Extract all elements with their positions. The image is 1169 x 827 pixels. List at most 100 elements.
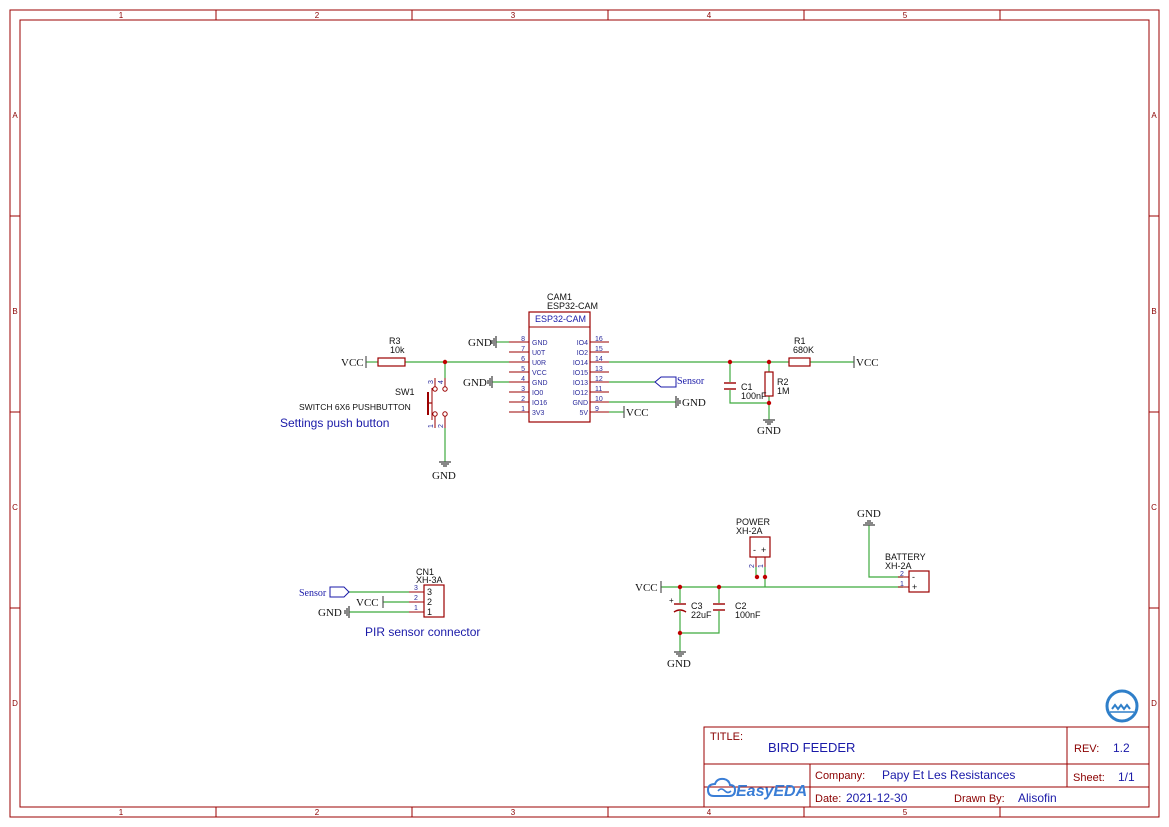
r2-ref: R2 [777,377,789,387]
row-label-d-left: D [12,699,18,708]
sw1-part: SWITCH 6X6 PUSHBUTTON [299,402,411,412]
cam-right-pin-num: 11 [595,386,602,393]
cam-left-pin-name: U0R [532,360,546,367]
col-label-4-bottom: 4 [707,808,712,817]
net-vcc-labels: VCC VCC VCC VCC VCC [341,356,879,609]
drawing-frame: 1 2 3 4 5 1 2 3 4 5 A B C D A B C D [9,9,1160,818]
cam-right-pin-num: 13 [595,366,603,373]
row-label-b-right: B [1151,307,1156,316]
sw1-note: Settings push button [280,416,389,430]
cam-right-pin-num: 12 [595,376,603,383]
vcc-label-r3: VCC [341,357,364,369]
power-sign-minus: - [753,545,756,555]
company-label: Company: [815,770,865,782]
capacitor-c1[interactable]: C1 100nF [724,382,767,401]
cam-left-pin-name: VCC [532,370,547,377]
power-pin-1: 1 [758,564,765,568]
r1-ref: R1 [794,336,806,346]
c3-ref: C3 [691,601,703,611]
row-label-c-right: C [1151,503,1157,512]
drawn-by-label: Drawn By: [954,793,1005,805]
cam-designator: CAM1 [547,292,572,302]
net-gnd-labels: GND GND GND GND GND GND GND [318,336,881,670]
row-label-c-left: C [12,503,18,512]
title-block: TITLE: BIRD FEEDER REV: 1.2 Company: Pap… [703,689,1150,808]
vcc-label-power: VCC [635,582,658,594]
title-value: BIRD FEEDER [768,740,855,755]
capacitor-c2[interactable]: C2 100nF [713,601,761,620]
cn1-pin-1-ext: 1 [414,605,418,612]
row-label-a-right: A [1151,111,1157,120]
power-ref: POWER [736,517,771,527]
vcc-label-cn1: VCC [356,597,379,609]
power-pin-2: 2 [749,564,756,568]
cn1-pin-3-int: 3 [427,587,432,597]
cam-left-pin-name: U0T [532,350,546,357]
cn1-pin-2-ext: 2 [414,595,418,602]
cn1-pin-3-ext: 3 [414,585,418,592]
cam-right-pin-num: 9 [595,406,599,413]
cam-right-pin-name: IO12 [573,390,588,397]
sensor-label-cam: Sensor [677,376,705,387]
cam-right-pin-num: 16 [595,336,603,343]
easyeda-logo-text: EasyEDA [736,783,807,800]
sw1-pin-4: 4 [438,380,445,384]
battery-part: XH-2A [885,561,912,571]
battery-ref: BATTERY [885,552,926,562]
cam-left-pin-num: 4 [521,376,525,383]
cam-right-pin-num: 10 [595,396,603,403]
col-label-5-bottom: 5 [903,808,908,817]
resistor-r1[interactable]: R1 680K [788,336,814,367]
cam-left-pin-num: 6 [521,356,525,363]
cn1-ref: CN1 [416,567,434,577]
battery-pin-2: 2 [900,571,904,578]
gnd-label-cam-pin4: GND [463,377,487,389]
sw1-ref: SW1 [395,387,415,397]
c3-plus-sign: + [669,596,674,605]
cam-left-pin-name: IO0 [532,390,543,397]
date-value: 2021-12-30 [846,791,908,805]
cam-left-pin-name: GND [532,380,548,387]
cam-right-pin-name: 5V [579,410,588,417]
col-label-3-bottom: 3 [511,808,516,817]
battery-sign-plus: + [912,582,917,592]
gnd-label-sw1: GND [432,470,456,482]
net-wires [349,341,903,652]
col-label-5-top: 5 [903,11,908,20]
switch-sw1[interactable]: 3 4 1 2 SW1 SWITCH 6X6 PUSHBUTTON Settin… [280,378,448,430]
cam-left-pin-name: 3V3 [532,410,545,417]
sheet-value: 1/1 [1118,770,1135,784]
title-label: TITLE: [710,731,743,743]
connector-battery[interactable]: BATTERY XH-2A 2 1 - + [885,552,930,593]
gnd-label-caps: GND [667,658,691,670]
col-label-1-top: 1 [119,11,124,20]
resistor-r3[interactable]: R3 10k [377,336,406,367]
battery-sign-minus: - [912,572,915,582]
cam-left-pin-num: 2 [521,396,525,403]
drawn-by-value: Alisofin [1018,791,1057,805]
rev-value: 1.2 [1113,741,1130,755]
net-sensor-labels: Sensor Sensor [299,376,705,599]
gnd-label-cam-pin10: GND [682,397,706,409]
company-value: Papy Et Les Resistances [882,768,1015,782]
r1-val: 680K [793,345,814,355]
c2-val: 100nF [735,610,761,620]
row-label-b-left: B [12,307,17,316]
rev-label: REV: [1074,743,1099,755]
connector-power[interactable]: POWER XH-2A - + 2 1 [736,517,771,568]
cam-right-pin-num: 15 [595,346,603,353]
vcc-label-r1: VCC [856,357,879,369]
c2-ref: C2 [735,601,747,611]
cam-right-pin-name: IO13 [573,380,588,387]
cam-left-pin-num: 7 [521,346,525,353]
gnd-label-cn1: GND [318,607,342,619]
connector-cn1[interactable]: CN1 XH-3A 3 2 1 3 2 1 PIR sensor connect… [365,567,480,639]
esp32-cam-module[interactable]: CAM1 ESP32-CAM ESP32-CAM 8GND7U0T6U0R5VC… [509,292,609,423]
resistor-r2[interactable]: R2 1M [764,371,790,397]
cam-left-pin-num: 5 [521,366,525,373]
cam-right-pin-name: IO14 [573,360,588,367]
power-sign-plus: + [761,545,766,555]
capacitor-c3[interactable]: + C3 22uF [669,596,712,620]
cam-left-pin-num: 1 [521,406,525,413]
